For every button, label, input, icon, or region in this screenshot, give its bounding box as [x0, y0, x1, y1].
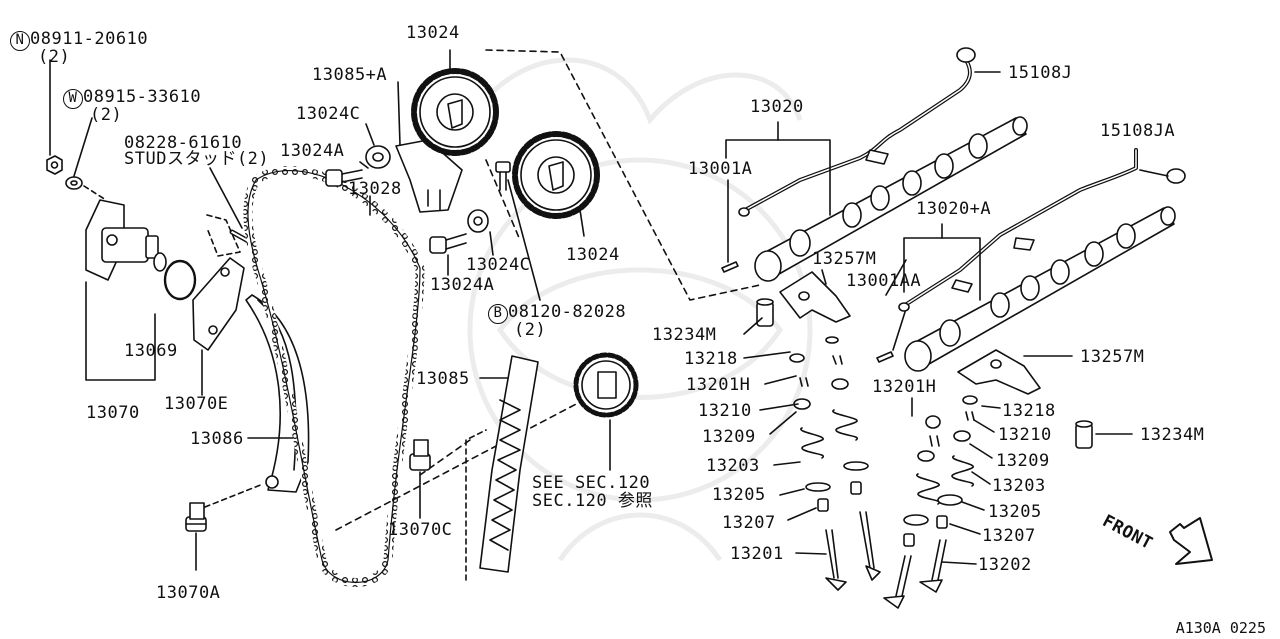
label-stud-text: STUDスタッド(2)	[124, 149, 270, 169]
label-13024a-top: 13024A	[280, 141, 345, 161]
nut-part-number: 08911-20610	[30, 29, 149, 49]
oil-tube-15108j-icon	[738, 47, 976, 217]
label-13024a-mid: 13024A	[430, 275, 495, 295]
bolt-13070c-icon	[409, 439, 431, 471]
label-13020: 13020	[750, 97, 804, 117]
lash-adjuster-right-icon	[1075, 420, 1093, 449]
washer-icon	[65, 176, 83, 190]
label-13070: 13070	[86, 403, 140, 423]
label-13001a: 13001A	[688, 159, 753, 179]
label-13234m-right: 13234M	[1140, 425, 1205, 445]
label-13210-left: 13210	[698, 401, 752, 421]
label-13001aa: 13001AA	[846, 271, 922, 291]
label-13234m-left: 13234M	[652, 325, 717, 345]
label-13201: 13201	[730, 544, 784, 564]
label-13070c: 13070C	[388, 520, 453, 540]
cam-sprocket-right-icon	[512, 131, 600, 219]
bolt-13070a-icon	[185, 502, 207, 532]
label-13209-right: 13209	[996, 451, 1050, 471]
label-13085: 13085	[416, 369, 470, 389]
label-13207-right: 13207	[982, 526, 1036, 546]
nut-icon	[46, 155, 63, 175]
cam-sprocket-left-icon	[411, 68, 499, 156]
label-13028: 13028	[348, 179, 402, 199]
gasket-icon	[192, 257, 245, 351]
washer-prefix-badge: W	[63, 89, 83, 109]
lash-adjuster-left-icon	[756, 298, 774, 327]
label-13070e: 13070E	[164, 394, 229, 414]
label-13020a: 13020+A	[916, 199, 992, 219]
label-13209-left: 13209	[702, 427, 756, 447]
dowel-pin-left-icon	[721, 261, 739, 273]
bolt-13024a-mid-icon	[429, 233, 467, 254]
label-nut-qty: (2)	[38, 47, 71, 67]
label-13201h-right: 13201H	[872, 377, 937, 397]
timing-chain-icon	[243, 166, 425, 587]
washer-13024c-mid-icon	[467, 209, 489, 233]
label-13203-right: 13203	[992, 476, 1046, 496]
label-13203-left: 13203	[706, 456, 760, 476]
label-see-sec-1: SEE SEC.120	[532, 473, 651, 493]
label-13257m-left: 13257M	[812, 249, 877, 269]
o-ring-icon	[163, 259, 197, 301]
rocker-arm-right-icon	[957, 349, 1041, 395]
bolt-part-number: 08120-82028	[508, 302, 627, 322]
front-arrow-icon	[1169, 517, 1213, 565]
washer-13024c-icon	[365, 145, 391, 169]
rocker-arm-left-icon	[779, 271, 851, 323]
intake-camshaft-icon	[754, 116, 1028, 282]
slack-guide-icon	[479, 355, 539, 573]
label-13210-right: 13210	[998, 425, 1052, 445]
label-13218-left: 13218	[684, 349, 738, 369]
label-13070a: 13070A	[156, 583, 221, 603]
vtc-solenoid-icon	[85, 199, 167, 281]
exhaust-camshaft-icon	[904, 206, 1176, 372]
nut-prefix-badge: N	[10, 31, 30, 51]
label-13205-right: 13205	[988, 502, 1042, 522]
diagram-code: A130A 0225	[1175, 619, 1266, 637]
label-washer-qty: (2)	[90, 105, 123, 125]
label-13218-right: 13218	[1002, 401, 1056, 421]
label-13024c-top: 13024C	[296, 104, 361, 124]
label-13024c-mid: 13024C	[466, 255, 531, 275]
label-13201h-left: 13201H	[686, 375, 751, 395]
label-15108j: 15108J	[1008, 63, 1073, 83]
bolt-prefix-badge: B	[488, 304, 508, 324]
dowel-pin-right-icon	[876, 351, 894, 363]
label-see-sec-2: SEC.120 参照	[532, 491, 653, 511]
crank-sprocket-icon	[573, 352, 639, 418]
label-13085a: 13085+A	[312, 65, 388, 85]
bolt-08120-icon	[495, 161, 511, 191]
label-13207-left: 13207	[722, 513, 776, 533]
label-13086: 13086	[190, 429, 244, 449]
oil-tube-15108ja-icon	[898, 148, 1186, 312]
label-13024-right: 13024	[566, 245, 620, 265]
label-13024-top: 13024	[406, 23, 460, 43]
label-stud-part: 08228-61610	[124, 133, 243, 153]
label-13257m-right: 13257M	[1080, 347, 1145, 367]
label-13069: 13069	[124, 341, 178, 361]
washer-part-number: 08915-33610	[83, 87, 202, 107]
bolt-13024a-icon	[325, 169, 363, 187]
label-15108ja: 15108JA	[1100, 121, 1176, 141]
valve-train-right-icon	[883, 395, 978, 609]
label-13202: 13202	[978, 555, 1032, 575]
valve-train-left-icon	[789, 336, 881, 591]
label-13205-left: 13205	[712, 485, 766, 505]
label-bolt-qty: (2)	[514, 320, 547, 340]
